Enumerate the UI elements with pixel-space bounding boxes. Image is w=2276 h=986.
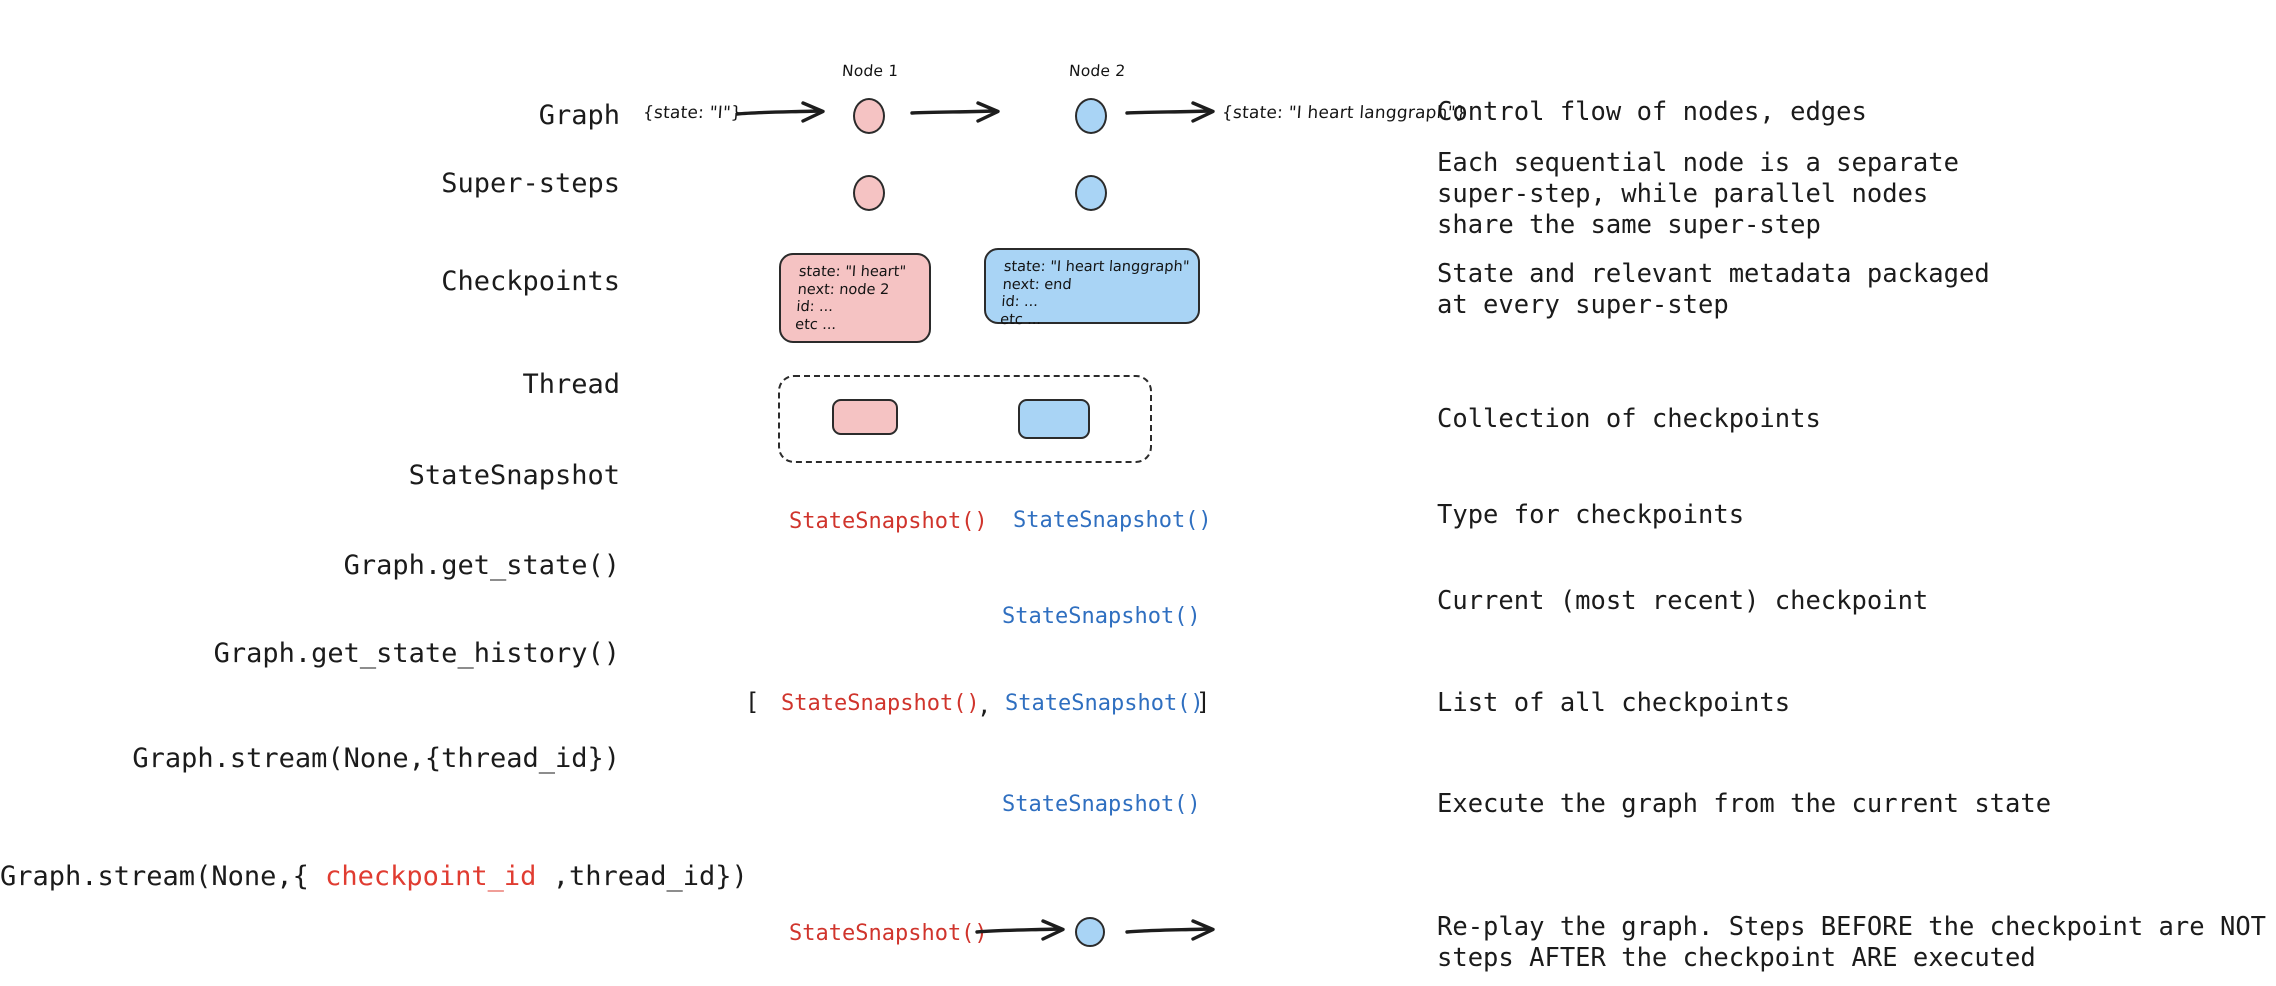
row-label-checkpoints: Checkpoints xyxy=(441,266,620,297)
arrow-node2-to-output xyxy=(1125,101,1215,123)
history-snapshot-token-blue: StateSnapshot() xyxy=(1005,691,1204,716)
description-get-state-history: List of all checkpoints xyxy=(1437,688,1791,718)
get-state-snapshot-token: StateSnapshot() xyxy=(1002,604,1201,629)
replay-node-circle xyxy=(1075,917,1105,947)
input-state-annotation: {state: "I"} xyxy=(642,103,743,123)
arrow-input-to-node1 xyxy=(735,101,825,123)
list-bracket-open: [ xyxy=(745,688,760,716)
row-label-stream-checkpoint: Graph.stream(None,{ checkpoint_id ,threa… xyxy=(0,861,748,892)
statesnapshot-token-blue: StateSnapshot() xyxy=(1013,508,1212,533)
description-stream-thread: Execute the graph from the current state xyxy=(1437,789,2052,819)
thread-checkpoint-pink xyxy=(832,399,898,435)
description-thread: Collection of checkpoints xyxy=(1437,404,1821,434)
row-label-get-state: Graph.get_state() xyxy=(343,550,620,581)
graph-node1-circle xyxy=(853,98,885,134)
row-label-graph: Graph xyxy=(538,100,620,131)
stream-snapshot-token-blue: StateSnapshot() xyxy=(1002,792,1201,817)
graph-node2-circle xyxy=(1075,98,1107,134)
node2-label: Node 2 xyxy=(1068,62,1127,80)
checkpoint-blue-text: state: "I heart langgraph" next: end id:… xyxy=(999,259,1190,328)
row-label-super-steps: Super-steps xyxy=(441,168,620,199)
description-get-state: Current (most recent) checkpoint xyxy=(1437,586,1929,616)
thread-container xyxy=(778,375,1152,463)
arrow-replay-snapshot-to-node xyxy=(975,919,1065,941)
list-bracket-close: ] xyxy=(1196,688,1211,716)
row-label-stream-thread: Graph.stream(None,{thread_id}) xyxy=(132,743,620,774)
checkpoint-box-blue: state: "I heart langgraph" next: end id:… xyxy=(984,248,1200,328)
stream-label-prefix: Graph.stream(None,{ xyxy=(0,861,326,892)
checkpoint-pink-text: state: "I heart" next: node 2 id: ... et… xyxy=(794,264,907,333)
arrow-replay-node-to-end xyxy=(1125,919,1215,941)
checkpoint-box-pink: state: "I heart" next: node 2 id: ... et… xyxy=(779,253,931,343)
description-graph: Control flow of nodes, edges xyxy=(1437,97,1867,127)
thread-checkpoint-blue xyxy=(1018,399,1090,439)
superstep-node1-circle xyxy=(853,175,885,211)
replay-snapshot-token-red: StateSnapshot() xyxy=(789,921,988,946)
row-label-thread: Thread xyxy=(522,369,620,400)
description-stream-checkpoint: Re-play the graph. Steps BEFORE the chec… xyxy=(1437,912,2267,973)
description-statesnapshot: Type for checkpoints xyxy=(1437,500,1745,530)
row-label-get-state-history: Graph.get_state_history() xyxy=(213,638,620,669)
history-snapshot-token-red: StateSnapshot() xyxy=(781,691,980,716)
list-comma: , xyxy=(977,691,992,719)
row-label-statesnapshot: StateSnapshot xyxy=(408,460,620,491)
stream-label-suffix: ,thread_id}) xyxy=(536,861,748,892)
statesnapshot-token-red: StateSnapshot() xyxy=(789,509,988,534)
output-state-annotation: {state: "I heart langgraph"} xyxy=(1221,103,1468,123)
arrow-node1-to-node2 xyxy=(910,101,1000,123)
checkpoint-id-token: checkpoint_id xyxy=(325,861,537,892)
description-super-steps: Each sequential node is a separate super… xyxy=(1437,148,1959,240)
description-checkpoints: State and relevant metadata packaged at … xyxy=(1437,259,1990,320)
superstep-node2-circle xyxy=(1075,175,1107,211)
node1-label: Node 1 xyxy=(841,62,900,80)
